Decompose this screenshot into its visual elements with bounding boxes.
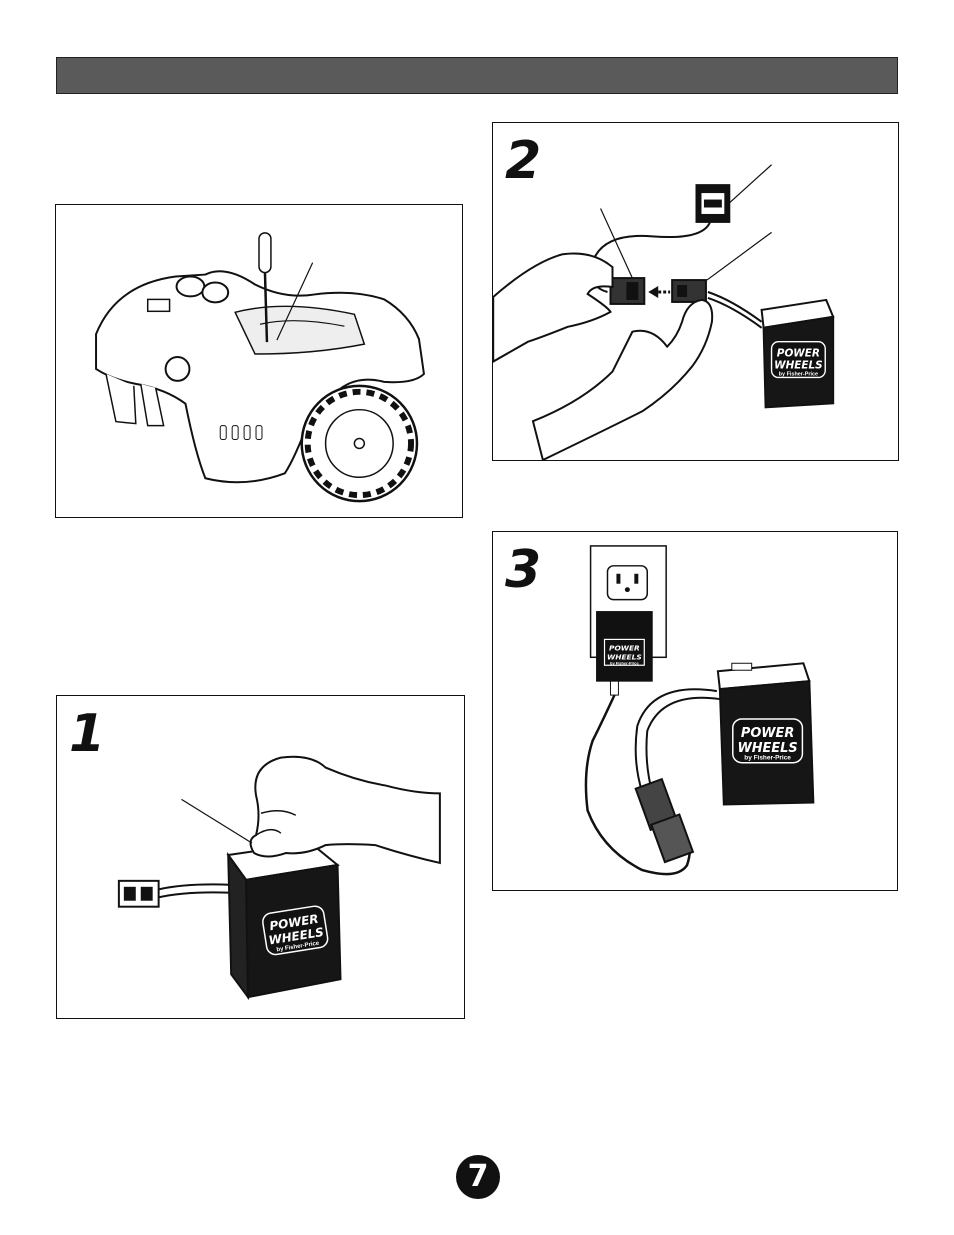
- battery-icon: POWER WHEELS by Fisher-Price: [716, 662, 815, 806]
- step-3-number: 3: [505, 540, 542, 600]
- svg-text:WHEELS: WHEELS: [774, 360, 823, 372]
- step-1-illustration: POWER WHEELS by Fisher-Price: [117, 755, 441, 1001]
- vehicle-illustration-panel: [55, 204, 463, 518]
- svg-text:WHEELS: WHEELS: [737, 741, 797, 756]
- battery-icon: POWER WHEELS by Fisher-Price: [226, 842, 342, 1001]
- step-2-number: 2: [505, 131, 542, 191]
- arrow-icon: [648, 286, 671, 298]
- vehicle-illustration: [95, 232, 425, 503]
- step-1-panel: 1 POWER WHEELS by Fisher-Price: [56, 695, 465, 1019]
- svg-text:WHEELS: WHEELS: [607, 652, 642, 661]
- svg-text:by Fisher-Price: by Fisher-Price: [610, 660, 639, 665]
- charger-icon: POWER WHEELS by Fisher-Price: [596, 611, 653, 696]
- step-1-number: 1: [69, 704, 106, 764]
- step-2-illustration: POWER WHEELS by Fisher-Price: [493, 164, 835, 460]
- connector-icon: [634, 777, 695, 864]
- step-3-illustration: POWER WHEELS by Fisher-Price POWER WHEEL…: [584, 545, 815, 876]
- svg-text:POWER: POWER: [741, 726, 794, 741]
- section-header-bar: [56, 57, 898, 94]
- step-2-panel: 2: [492, 122, 899, 461]
- charger-icon: [695, 184, 731, 223]
- svg-text:by Fisher-Price: by Fisher-Price: [744, 755, 791, 762]
- hand-icon: [493, 252, 614, 363]
- hand-icon: [531, 298, 714, 460]
- svg-text:POWER: POWER: [609, 643, 640, 652]
- hand-icon: [249, 755, 441, 865]
- connector-icon: [117, 879, 160, 908]
- svg-text:POWER: POWER: [777, 348, 820, 360]
- svg-text:by Fisher-Price: by Fisher-Price: [779, 372, 818, 378]
- screwdriver-icon: [258, 232, 272, 343]
- connector-icon: [609, 277, 707, 305]
- page-number: 7: [456, 1155, 500, 1199]
- step-3-panel: 3 POWER WHEELS by Fisher-Price: [492, 531, 898, 891]
- battery-icon: POWER WHEELS by Fisher-Price: [760, 298, 835, 409]
